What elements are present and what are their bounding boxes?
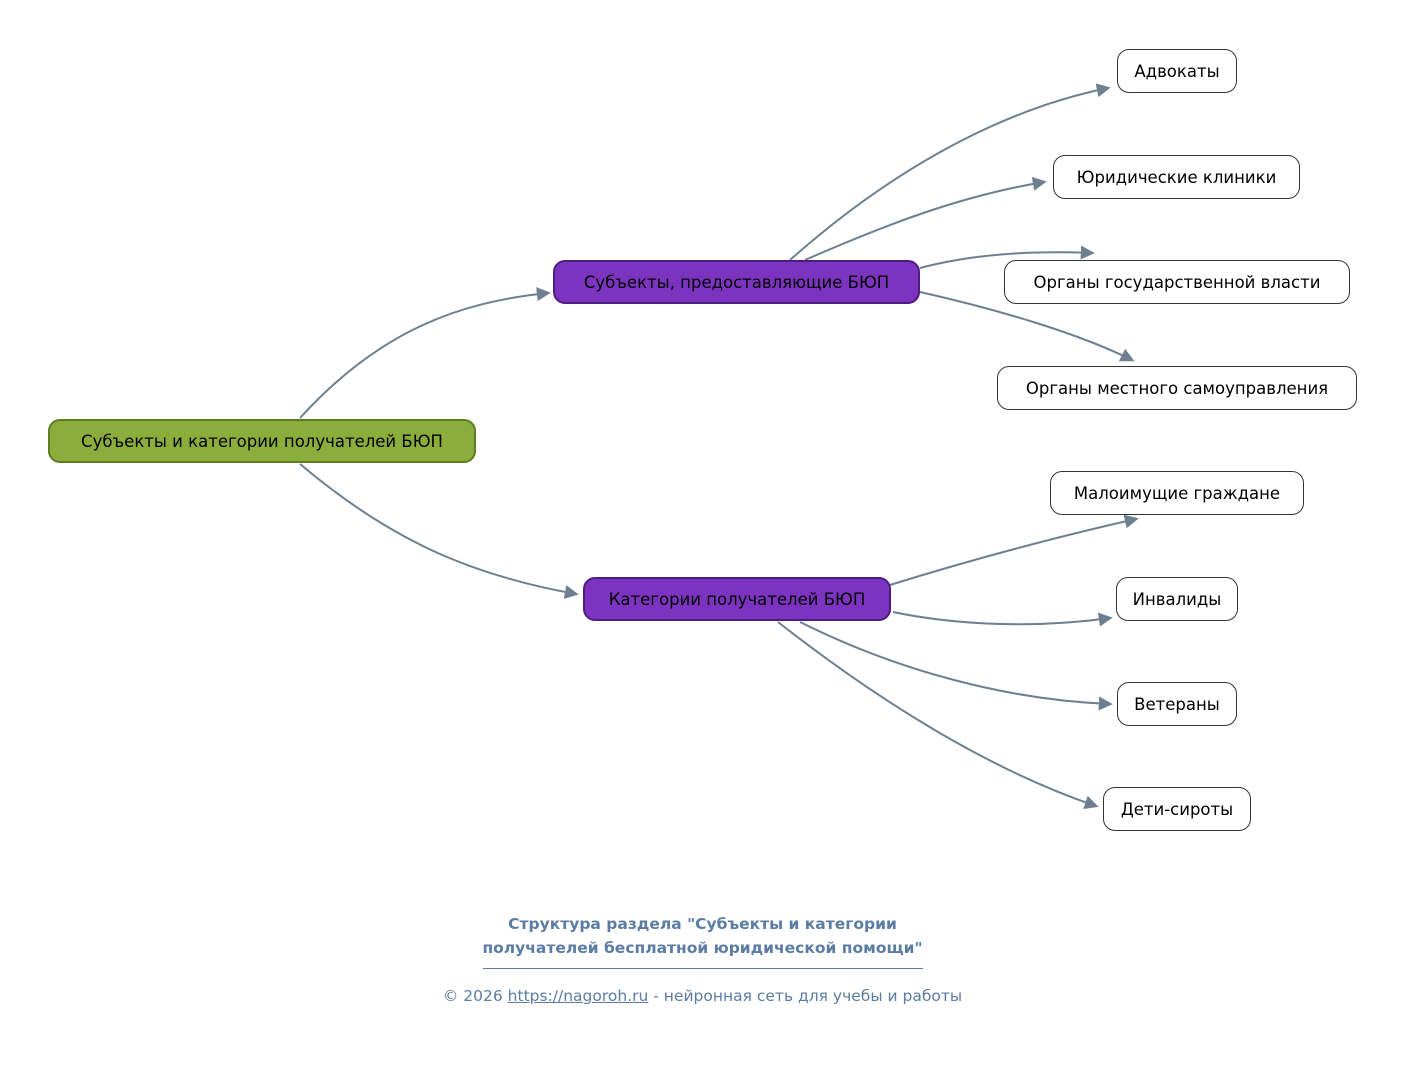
node-root: Субъекты и категории получателей БЮП	[48, 419, 476, 463]
edge-subjects-state-authorities	[919, 245, 1095, 269]
copyright-prefix: © 2026	[442, 987, 508, 1005]
node-leaf-clinics: Юридические клиники	[1053, 155, 1300, 199]
footer-divider	[482, 968, 923, 969]
edge-subjects-advocates	[789, 83, 1111, 261]
node-branch-categories: Категории получателей БЮП	[583, 577, 891, 621]
node-leaf-state-authorities: Органы государственной власти	[1004, 260, 1350, 304]
edge-root-categories	[299, 463, 579, 599]
edge-categories-disabled	[892, 611, 1113, 627]
edge-categories-orphans	[777, 621, 1099, 810]
node-leaf-disabled: Инвалиды	[1116, 577, 1238, 621]
node-leaf-low-income: Малоимущие граждане	[1050, 471, 1304, 515]
footer-link[interactable]: https://nagoroh.ru	[507, 987, 649, 1005]
node-branch-subjects: Субъекты, предоставляющие БЮП	[553, 260, 920, 304]
node-leaf-orphans: Дети-сироты	[1103, 787, 1251, 831]
copyright-suffix: - нейронная сеть для учебы и работы	[648, 987, 963, 1005]
footer-title-line2: получателей бесплатной юридической помощ…	[482, 939, 923, 957]
edge-subjects-clinics	[804, 176, 1047, 261]
node-leaf-local-government: Органы местного самоуправления	[997, 366, 1357, 410]
footer: Структура раздела "Субъекты и категории …	[0, 912, 1405, 1005]
edge-categories-veterans	[799, 621, 1113, 711]
footer-title: Структура раздела "Субъекты и категории …	[0, 912, 1405, 960]
node-leaf-advocates: Адвокаты	[1117, 49, 1237, 93]
node-leaf-veterans: Ветераны	[1117, 682, 1237, 726]
footer-copyright: © 2026 https://nagoroh.ru - нейронная се…	[0, 987, 1405, 1005]
edge-root-subjects	[299, 287, 551, 419]
edge-subjects-local-government	[919, 291, 1135, 362]
footer-title-line1: Структура раздела "Субъекты и категории	[508, 915, 897, 933]
edge-categories-low-income	[889, 514, 1139, 586]
